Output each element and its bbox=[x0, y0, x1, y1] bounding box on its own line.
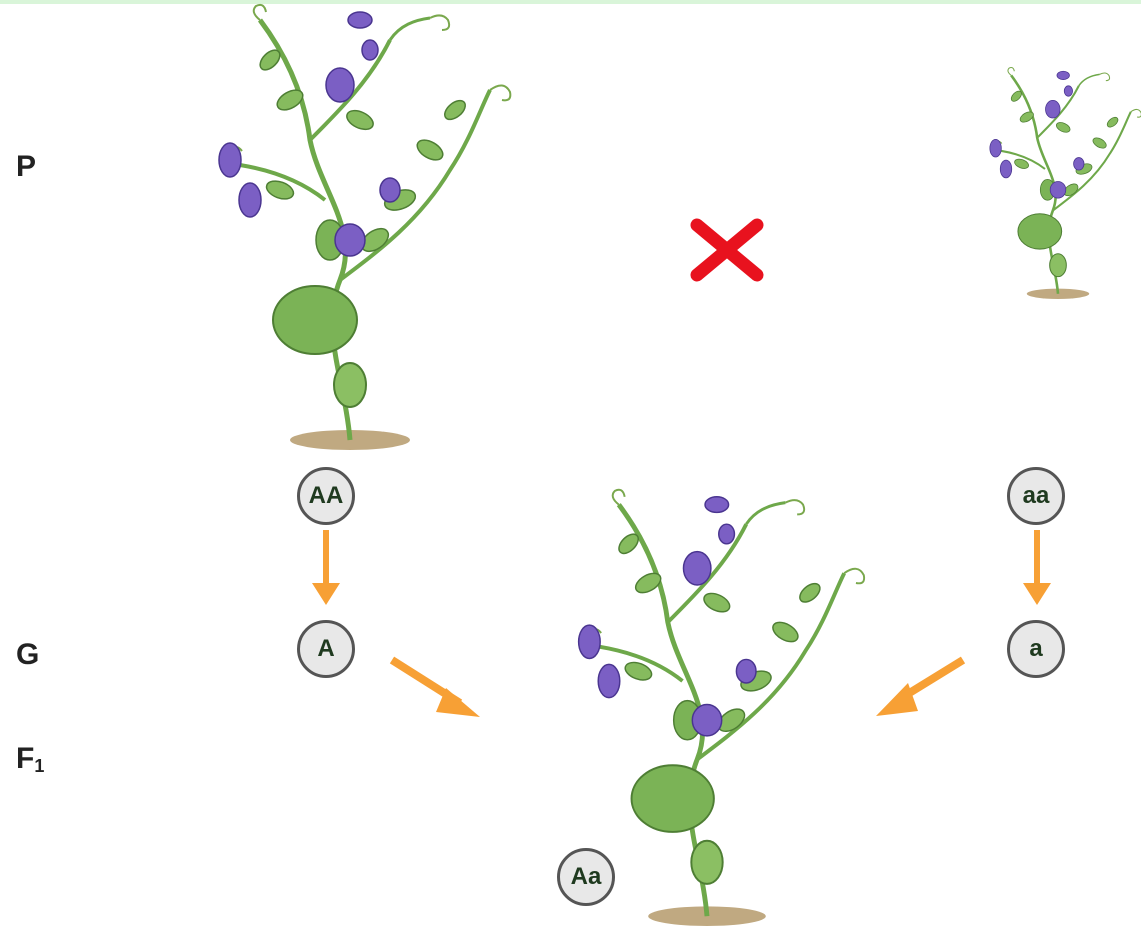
gamete-recessive: a bbox=[1007, 620, 1065, 678]
plant-parent-dominant bbox=[219, 5, 510, 450]
genotype-parent-recessive: aa bbox=[1007, 467, 1065, 525]
plant-offspring bbox=[579, 490, 865, 926]
gamete-dominant: A bbox=[297, 620, 355, 678]
genotype-parent-dominant: AA bbox=[297, 467, 355, 525]
genotype-offspring: Aa bbox=[557, 848, 615, 906]
plant-parent-recessive bbox=[990, 68, 1141, 299]
